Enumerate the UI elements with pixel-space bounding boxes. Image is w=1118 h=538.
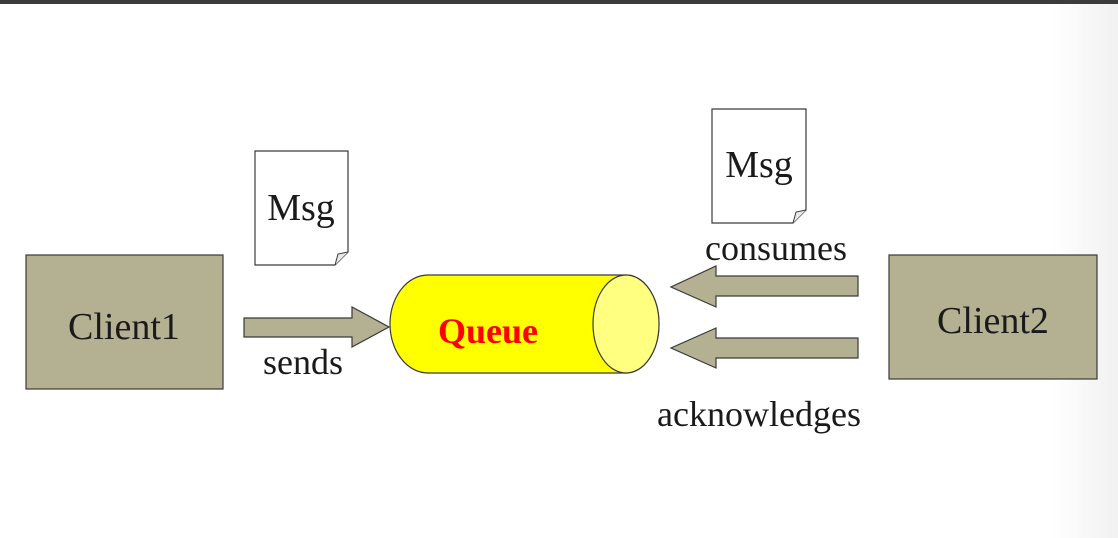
msg-document-right-fold bbox=[792, 209, 807, 224]
sends-arrow bbox=[243, 305, 391, 349]
acknowledges-arrow bbox=[669, 327, 859, 369]
consumes-label: consumes bbox=[705, 228, 847, 268]
client1-node: Client1 bbox=[25, 254, 224, 390]
client1-label: Client1 bbox=[68, 306, 180, 348]
msg-document-left-fold bbox=[334, 251, 349, 266]
queue-node: Queue bbox=[389, 274, 660, 374]
top-border bbox=[0, 0, 1118, 4]
sends-label: sends bbox=[263, 342, 343, 382]
acknowledges-label: acknowledges bbox=[657, 394, 861, 434]
consumes-arrow bbox=[669, 265, 859, 308]
msg-document-left: Msg bbox=[254, 150, 349, 266]
client2-node: Client2 bbox=[888, 254, 1098, 380]
msg-left-label: Msg bbox=[267, 187, 335, 229]
msg-right-label: Msg bbox=[725, 144, 793, 186]
queue-label: Queue bbox=[438, 311, 538, 351]
msg-document-right: Msg bbox=[711, 108, 807, 224]
client2-box bbox=[888, 254, 1098, 380]
client1-box bbox=[25, 254, 224, 390]
client2-label: Client2 bbox=[937, 300, 1049, 342]
queue-cylinder-cap bbox=[592, 274, 660, 374]
